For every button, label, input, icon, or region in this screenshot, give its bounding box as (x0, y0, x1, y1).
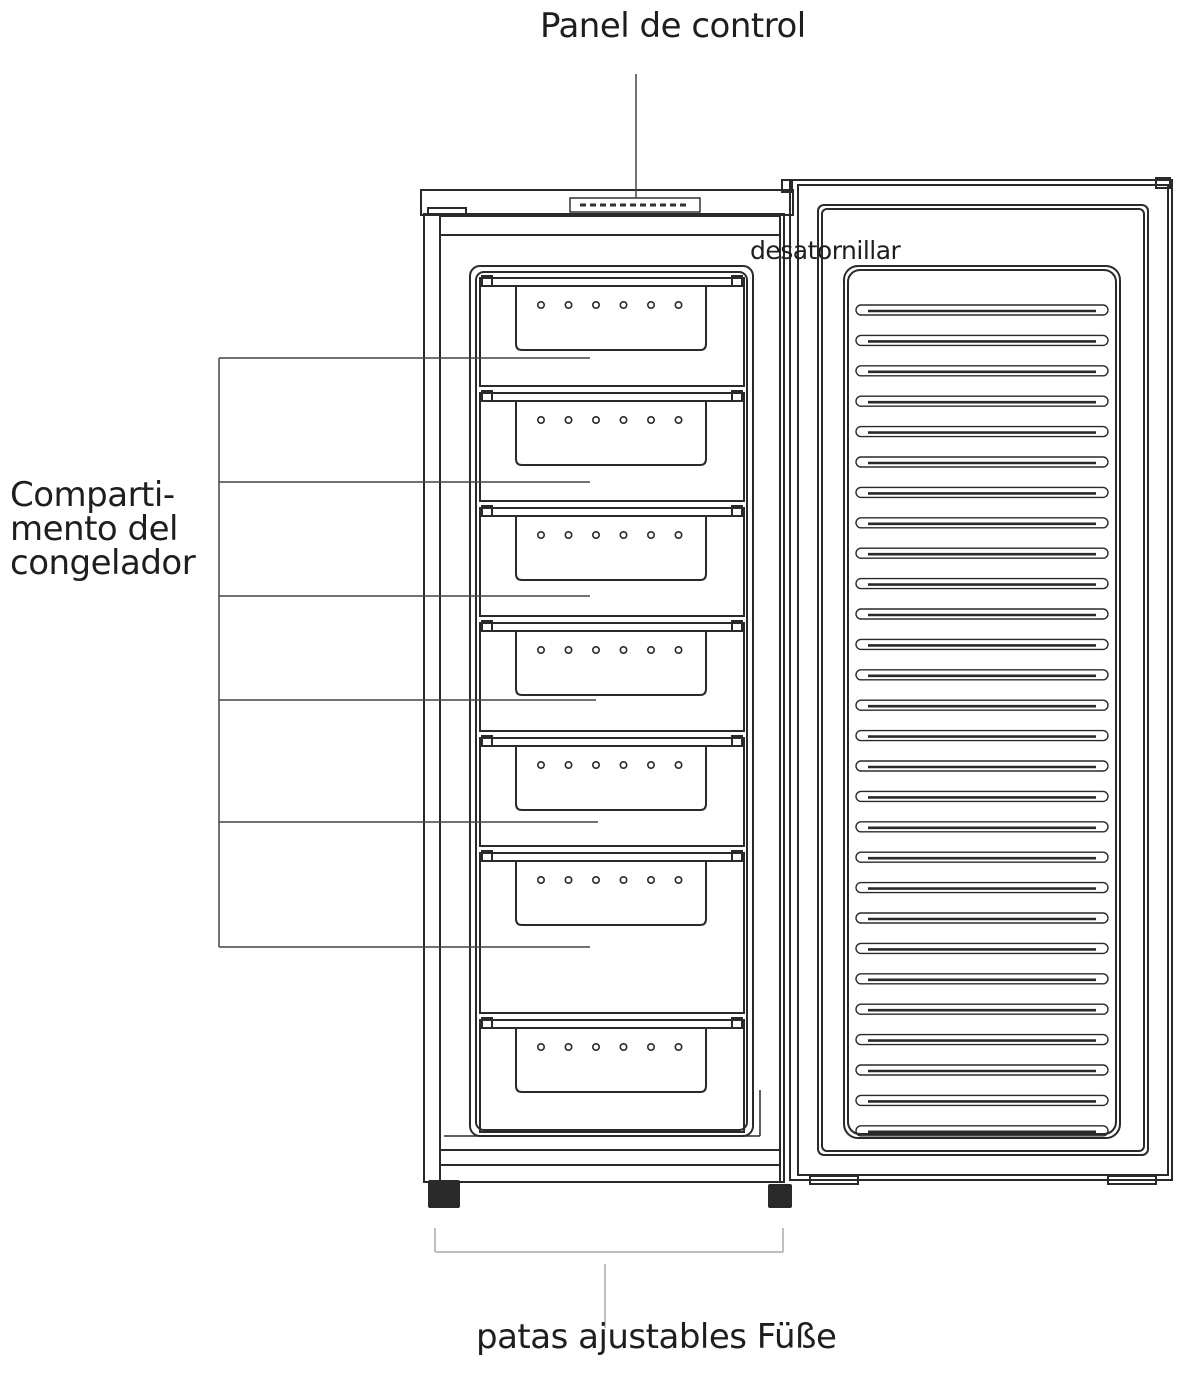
door-shelf (855, 1125, 1109, 1137)
door-shelf (855, 425, 1109, 438)
door-shelf (855, 912, 1109, 924)
unscrew-label: desatornillar (750, 236, 901, 265)
freezer-door (781, 177, 1173, 1185)
door-shelf (855, 851, 1109, 863)
adjustable-feet (428, 1180, 792, 1208)
door-shelf (855, 821, 1109, 833)
door-shelf (855, 760, 1109, 772)
door-shelf (855, 365, 1109, 377)
control-panel-display (569, 197, 701, 213)
door-shelf (855, 1094, 1109, 1107)
door-shelf (855, 334, 1109, 347)
drawer (479, 620, 745, 732)
door-shelf (855, 973, 1109, 985)
adjustable-feet-label: patas ajustables Füße (476, 1317, 837, 1357)
door-shelf (855, 486, 1109, 499)
door-shelf (855, 395, 1109, 407)
door-shelf (855, 547, 1109, 559)
door-shelf (855, 942, 1109, 955)
freezer-label-line-2: mento del (10, 509, 178, 549)
door-shelf (855, 790, 1109, 803)
drawer (479, 275, 745, 387)
door-shelf (855, 881, 1109, 894)
door-shelf (855, 1003, 1109, 1015)
drawer (479, 850, 745, 1014)
drawer (479, 390, 745, 502)
drawer (479, 1017, 745, 1133)
freezer-cabinet (420, 189, 794, 1183)
freezer-label-line-3: congelador (10, 543, 196, 583)
door-shelf (855, 729, 1109, 742)
freezer-label-line-1: Comparti- (10, 475, 175, 515)
door-shelf (855, 1064, 1109, 1076)
door-shelves (855, 304, 1109, 1137)
door-shelf (855, 1033, 1109, 1046)
drawer (479, 735, 745, 847)
drawers (479, 275, 745, 1133)
control-panel-label: Panel de control (540, 6, 806, 46)
door-shelf (855, 304, 1109, 316)
door-shelf (855, 608, 1109, 620)
drawer (479, 505, 745, 617)
door-shelf (855, 638, 1109, 651)
freezer-compartment-label: Comparti- mento del congelador (10, 475, 196, 583)
door-shelf (855, 456, 1109, 468)
door-shelf (855, 517, 1109, 529)
leader-lines (218, 74, 784, 1328)
door-shelf (855, 669, 1109, 681)
door-shelf (855, 699, 1109, 711)
door-shelf (855, 577, 1109, 590)
